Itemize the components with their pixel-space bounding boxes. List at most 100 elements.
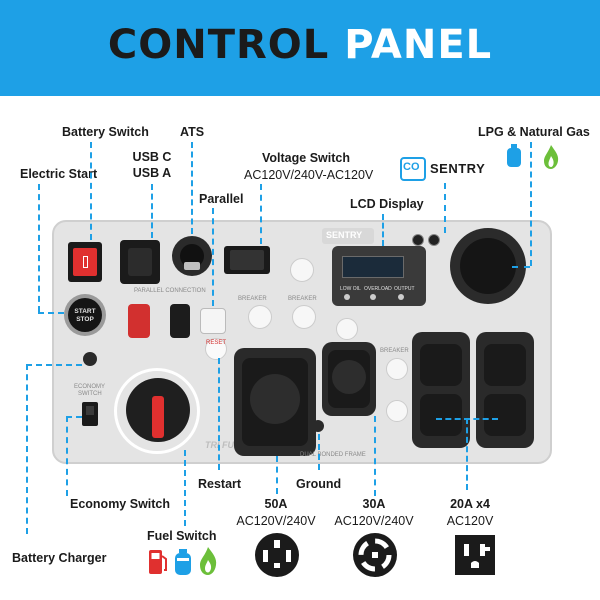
outlet-30a[interactable] xyxy=(322,342,376,416)
start-stop-button[interactable]: START STOP xyxy=(64,294,106,336)
breaker-button-5[interactable] xyxy=(386,358,408,380)
label-battery-charger: Battery Charger xyxy=(12,551,107,565)
label-electric-start: Electric Start xyxy=(20,167,98,181)
breaker-button-6[interactable] xyxy=(386,400,408,422)
label-fuel-switch: Fuel Switch xyxy=(147,529,217,543)
leader-20a-v xyxy=(466,418,468,490)
lcd-display: LOW OIL OVERLOAD OUTPUT xyxy=(332,246,426,306)
leader-usb xyxy=(151,184,153,238)
label-30a-volt: AC120V/240V xyxy=(334,514,414,528)
label-lpg-natural-gas: LPG & Natural Gas xyxy=(478,125,590,139)
breaker-text-1: BREAKER xyxy=(238,296,267,302)
restart-button[interactable] xyxy=(205,338,227,360)
gasoline-pump-icon xyxy=(148,548,168,581)
label-battery-switch: Battery Switch xyxy=(62,125,149,139)
panel-co-sentry-text: SENTRY xyxy=(326,230,363,240)
label-ats: ATS xyxy=(180,125,205,139)
label-20a-amp: 20A x4 xyxy=(450,497,490,511)
label-voltage-switch: Voltage Switch xyxy=(262,151,350,165)
lcd-overload: OVERLOAD xyxy=(364,286,392,292)
voltage-switch[interactable] xyxy=(224,246,270,274)
fuel-switch-dial xyxy=(114,368,200,454)
nema-5-20-outlet-icon xyxy=(454,534,496,581)
trifuel-text: TRI FUEL xyxy=(205,440,246,450)
leader-lpg-h xyxy=(512,266,530,268)
label-ground: Ground xyxy=(296,477,342,491)
economy-switch-text: SWITCH xyxy=(78,391,102,397)
parallel-terminal-red[interactable] xyxy=(128,304,150,338)
ats-port[interactable] xyxy=(172,236,212,276)
battery-charger-port[interactable] xyxy=(83,352,97,366)
leader-50a xyxy=(276,456,278,494)
label-economy-switch: Economy Switch xyxy=(70,497,171,511)
usb-ports[interactable] xyxy=(120,240,160,284)
battery-switch[interactable] xyxy=(68,242,102,282)
start-text: START xyxy=(74,308,96,315)
lcd-screen xyxy=(342,256,404,278)
outlet-50a[interactable] xyxy=(234,348,316,456)
leader-ground xyxy=(318,434,320,470)
lcd-low-oil: LOW OIL xyxy=(340,286,361,292)
leader-30a xyxy=(374,416,376,496)
leader-lpg xyxy=(530,142,532,266)
label-50a-volt: AC120V/240V xyxy=(236,514,316,528)
natural-gas-flame-icon xyxy=(542,144,560,175)
label-30a-amp: 30A xyxy=(362,497,386,511)
leader-electric-start-v xyxy=(38,184,40,312)
leader-economy-v xyxy=(66,416,68,496)
leader-fuel-switch xyxy=(184,450,186,526)
leader-lcd xyxy=(382,214,384,246)
economy-switch[interactable] xyxy=(82,402,98,426)
breaker-button-4[interactable] xyxy=(336,318,358,340)
lcd-output: OUTPUT xyxy=(394,286,415,292)
label-restart: Restart xyxy=(198,477,242,491)
breaker-text-3: BREAKER xyxy=(380,348,409,354)
outlet-20a-left[interactable] xyxy=(412,332,470,448)
reset-text: RESET xyxy=(206,340,227,346)
panel-co-sentry-badge: SENTRY xyxy=(322,228,374,244)
label-20a-volt: AC120V xyxy=(446,514,494,528)
leader-ats xyxy=(191,142,193,234)
label-lcd-display: LCD Display xyxy=(350,197,424,211)
breaker-text-2: BREAKER xyxy=(288,296,317,302)
title-part-control: CONTROL xyxy=(107,22,330,68)
economy-text: ECONOMY xyxy=(74,384,106,390)
leader-restart xyxy=(218,358,220,470)
leader-electric-start-h xyxy=(38,312,64,314)
leader-battery-charger-h xyxy=(26,364,82,366)
breaker-button-2[interactable] xyxy=(248,305,272,329)
lpg-inlet[interactable] xyxy=(450,228,526,304)
co-sentry-led-1 xyxy=(412,234,424,246)
breaker-button-3[interactable] xyxy=(292,305,316,329)
co-text: CO xyxy=(403,161,420,173)
nema-l14-30-outlet-icon xyxy=(352,532,398,583)
label-50a-amp: 50A xyxy=(264,497,288,511)
fuel-switch-knob[interactable] xyxy=(126,378,190,442)
parallel-terminal-white[interactable] xyxy=(200,308,226,334)
label-usb-a: USB A xyxy=(132,166,172,180)
co-sentry-led-2 xyxy=(428,234,440,246)
leader-economy-h xyxy=(66,416,82,418)
stop-text: STOP xyxy=(76,316,94,323)
natural-gas-icon xyxy=(198,546,218,581)
leader-battery-charger-v xyxy=(26,364,28,534)
page-title: CONTROL PANEL xyxy=(0,22,600,68)
leader-co-sentry xyxy=(444,183,446,233)
outlet-20a-right[interactable] xyxy=(476,332,534,448)
sentry-text: SENTRY xyxy=(430,161,486,176)
label-voltage-values: AC120V/240V-AC120V xyxy=(244,168,374,182)
leader-parallel xyxy=(212,208,214,306)
parallel-connection-text: PARALLEL CONNECTION xyxy=(134,288,206,294)
breaker-button-1[interactable] xyxy=(290,258,314,282)
dual-bonded-frame-text: DUAL BONDED FRAME xyxy=(300,452,366,458)
title-part-panel: PANEL xyxy=(344,22,493,68)
ground-terminal[interactable] xyxy=(312,420,324,432)
label-parallel: Parallel xyxy=(199,192,244,206)
parallel-terminal-black[interactable] xyxy=(170,304,190,338)
header-banner xyxy=(0,0,600,96)
label-usb-c: USB C xyxy=(132,150,172,164)
propane-tank-icon xyxy=(174,548,192,581)
nema-14-50-outlet-icon xyxy=(254,532,300,583)
co-sentry-logo: CO SENTRY xyxy=(400,157,486,183)
leader-battery-switch xyxy=(90,142,92,240)
